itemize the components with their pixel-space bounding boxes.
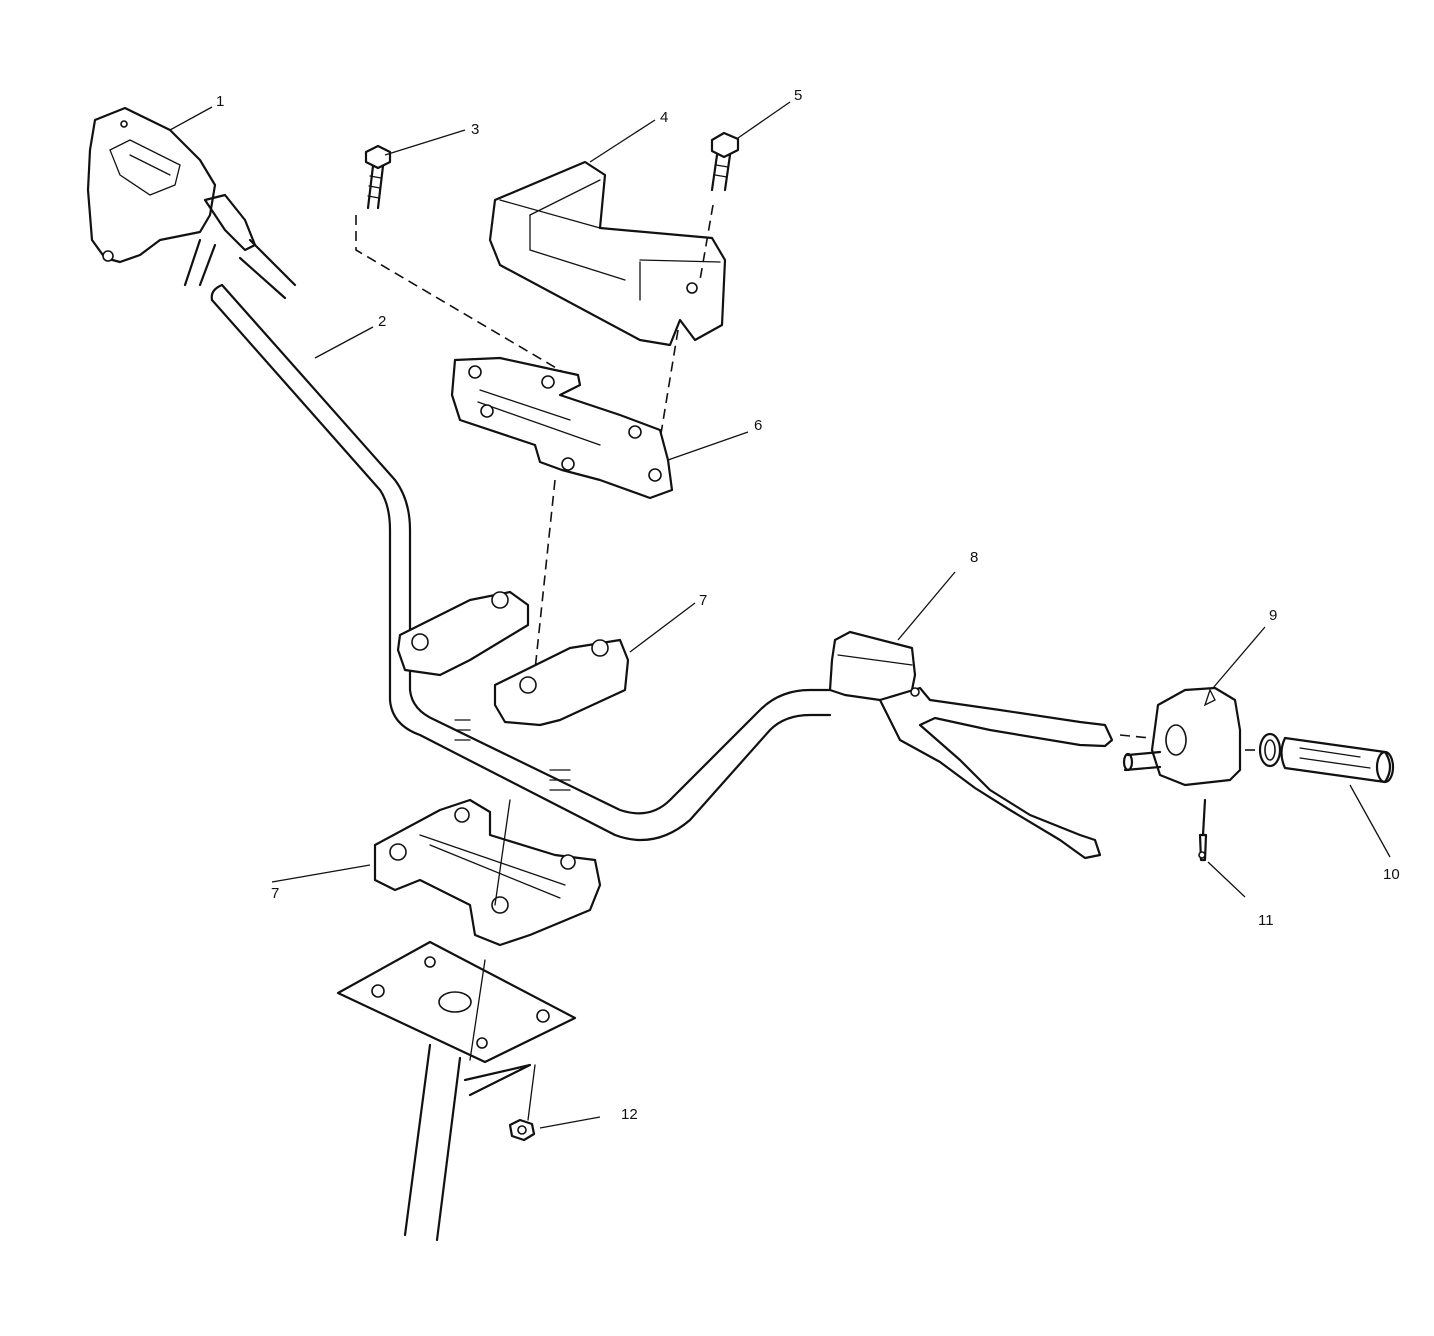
part-6-clamp-plate (450, 356, 674, 500)
part-1-switch-housing (86, 106, 297, 300)
part-7-upper-clamp (396, 590, 630, 727)
part-7-lower-clamp (373, 798, 602, 947)
leader-lines (169, 101, 1391, 1129)
callout-12: 12 (621, 1106, 638, 1123)
callout-labels: 1 2 3 4 5 6 7 7 8 9 10 11 12 (216, 87, 1400, 1123)
alignment-line-12 (469, 959, 536, 1121)
callout-4: 4 (660, 109, 668, 126)
callout-11: 11 (1258, 912, 1274, 929)
part-9-throttle-housing (1119, 686, 1242, 787)
alignment-line-7 (494, 799, 511, 906)
callout-6: 6 (754, 417, 762, 434)
alignment-line-6 (534, 479, 556, 671)
part-10-grip (1245, 732, 1395, 784)
alignment-line-5 (699, 204, 714, 281)
callout-8: 8 (970, 549, 978, 566)
callout-7-lower: 7 (271, 885, 279, 902)
part-11-screw (1198, 798, 1208, 862)
part-2-handlebar (210, 283, 832, 842)
callout-10: 10 (1383, 866, 1400, 883)
part-4-handlebar-pad (488, 160, 727, 347)
callout-3: 3 (471, 121, 479, 138)
callout-5: 5 (794, 87, 802, 104)
part-3-bolt (364, 144, 392, 210)
callout-7-upper: 7 (699, 592, 707, 609)
part-5-bolt (710, 131, 740, 192)
part-12-nut (508, 1118, 536, 1142)
callout-1: 1 (216, 93, 224, 110)
steering-post-plate (336, 940, 577, 1242)
callout-9: 9 (1269, 607, 1277, 624)
callout-2: 2 (378, 313, 386, 330)
part-8-brake-lever (828, 630, 1114, 860)
